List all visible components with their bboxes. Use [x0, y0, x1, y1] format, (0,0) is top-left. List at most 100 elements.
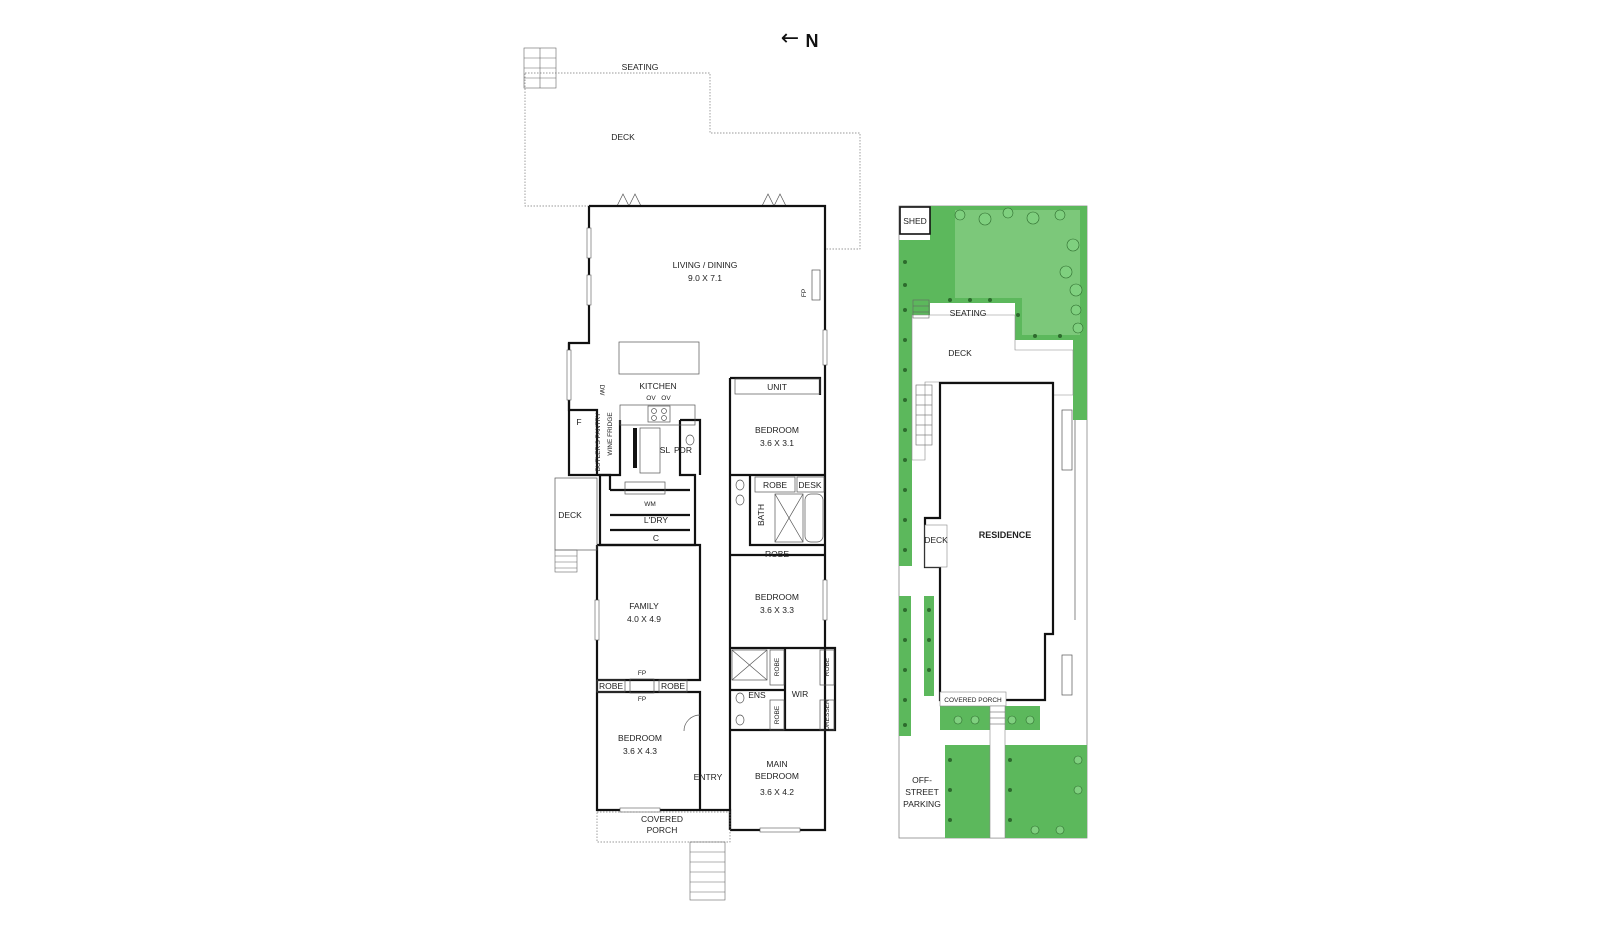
bath-wall: [748, 475, 825, 547]
window: [566, 349, 572, 401]
deck-stairs-top: [523, 47, 557, 89]
site-front-path: [989, 705, 1006, 839]
side-path-markers: [1061, 409, 1076, 696]
desk: [796, 476, 825, 493]
living-dining-size: 9.0 X 7.1: [688, 273, 722, 283]
porch-stairs: [689, 841, 726, 901]
family-label: FAMILY: [629, 601, 659, 611]
bedroom1-label: BEDROOM: [755, 425, 799, 435]
trees: [953, 207, 1084, 835]
deck-top-label: DECK: [611, 132, 635, 142]
compass: ← N: [781, 26, 819, 51]
bedroom2-size: 3.6 X 3.3: [760, 605, 794, 615]
robe-left: [596, 679, 626, 693]
compass-arrow-icon: ←: [781, 26, 799, 51]
bedroom3-label: BEDROOM: [618, 733, 662, 743]
bedroom1-size: 3.6 X 3.1: [760, 438, 794, 448]
residence-label: RESIDENCE: [979, 530, 1032, 540]
dw-label: DW: [598, 385, 605, 397]
seating-label: SEATING: [622, 62, 659, 72]
bedroom1-wall: [730, 473, 825, 557]
laundry-label: L'DRY: [644, 515, 668, 525]
family-wall: [597, 543, 702, 682]
family-size: 4.0 X 4.9: [627, 614, 661, 624]
fp-label-living: FP: [801, 289, 808, 297]
outer-wall-main: [567, 204, 827, 832]
fireplace-family: [629, 678, 655, 694]
robe-ens-bottom-label: ROBE: [774, 705, 781, 724]
dresser-label: DRESSER: [824, 699, 831, 731]
fp-bottom-label: FP: [638, 696, 646, 703]
unit-label: UNIT: [767, 382, 787, 392]
unit-cabinet: [734, 378, 821, 395]
robe-wir-label: ROBE: [824, 657, 831, 676]
parking-label-2: STREET: [905, 787, 939, 797]
ens-wall: [730, 648, 787, 730]
oven-label-2: OV: [661, 395, 671, 402]
wine-fridge-label: WINE FRIDGE: [607, 412, 614, 456]
robe-ens-bottom: [769, 699, 785, 731]
bath-label: BATH: [756, 504, 766, 526]
covered-porch-label-1: COVERED: [641, 814, 683, 824]
bedroom2-label: BEDROOM: [755, 592, 799, 602]
robe-left-label: ROBE: [599, 681, 623, 691]
bedroom3-wall: [597, 690, 702, 810]
sl-label: SL: [660, 445, 671, 455]
shed-label: SHED: [903, 216, 927, 226]
fireplace: [811, 269, 821, 301]
site-deck-steps: [915, 384, 933, 446]
fridge-label: F: [576, 417, 581, 427]
wm-label: WM: [644, 501, 656, 508]
deck-outline: [524, 72, 861, 250]
kitchen-walls: [598, 420, 697, 547]
bedroom3-size: 3.6 X 4.3: [623, 746, 657, 756]
robe-desk-robe: [754, 476, 796, 493]
main-bedroom-label-2: BEDROOM: [755, 771, 799, 781]
robe-ens-top: [769, 649, 785, 686]
site-covered-porch-label: COVERED PORCH: [944, 697, 1002, 704]
parking-label-3: PARKING: [903, 799, 941, 809]
side-deck-label: DECK: [558, 510, 582, 520]
cupboard-label: C: [653, 533, 659, 543]
ensuite-shower: [731, 649, 768, 681]
kitchen-island: [618, 341, 700, 375]
front-lawn-right: [1005, 745, 1087, 838]
site-seating-label: SEATING: [950, 308, 987, 318]
bifold-door-right: [761, 193, 787, 207]
covered-porch-label-2: PORCH: [647, 825, 678, 835]
site-plan: SHED SEATING DECK RESIDENCE DECK: [898, 205, 1088, 839]
desk-label: DESK: [798, 480, 821, 490]
pdr-wall: [680, 418, 702, 475]
site-deck-label: DECK: [948, 348, 972, 358]
window: [586, 274, 592, 306]
window: [822, 329, 828, 366]
bathtub: [804, 493, 824, 543]
side-lawn-left-strip-2: [924, 596, 934, 696]
window: [822, 579, 828, 621]
kitchen-bench: [619, 404, 696, 426]
robe-desk-robe-label: ROBE: [763, 480, 787, 490]
parking-label-1: OFF-: [912, 775, 932, 785]
rear-lawn-inner: [955, 210, 1080, 335]
entry-label: ENTRY: [694, 772, 723, 782]
kitchen-label: KITCHEN: [639, 381, 676, 391]
butlers-pantry-label: BUTLER'S PANTRY: [595, 412, 602, 471]
compass-north-label: N: [806, 31, 819, 51]
laundry-wall: [610, 488, 690, 532]
floor-plan: SEATING DECK FP: [523, 47, 861, 901]
side-lawn-right: [1073, 350, 1087, 420]
hedge-dots: [903, 260, 1062, 822]
living-dining-label: LIVING / DINING: [673, 260, 738, 270]
bifold-door-left: [616, 193, 642, 207]
site-side-deck-label: DECK: [924, 535, 948, 545]
robe-wir: [819, 649, 835, 686]
main-bedroom-size: 3.6 X 4.2: [760, 787, 794, 797]
main-bedroom-label-1: MAIN: [766, 759, 787, 769]
site-covered-porch: [939, 691, 1007, 707]
robe-ens-top-label: ROBE: [774, 657, 781, 676]
robe-wir-2: [819, 699, 835, 731]
ens-label: ENS: [748, 690, 766, 700]
fp-top-label: FP: [638, 670, 646, 677]
site-seating-stairs: [912, 299, 930, 319]
pantry-divider: [633, 428, 637, 468]
